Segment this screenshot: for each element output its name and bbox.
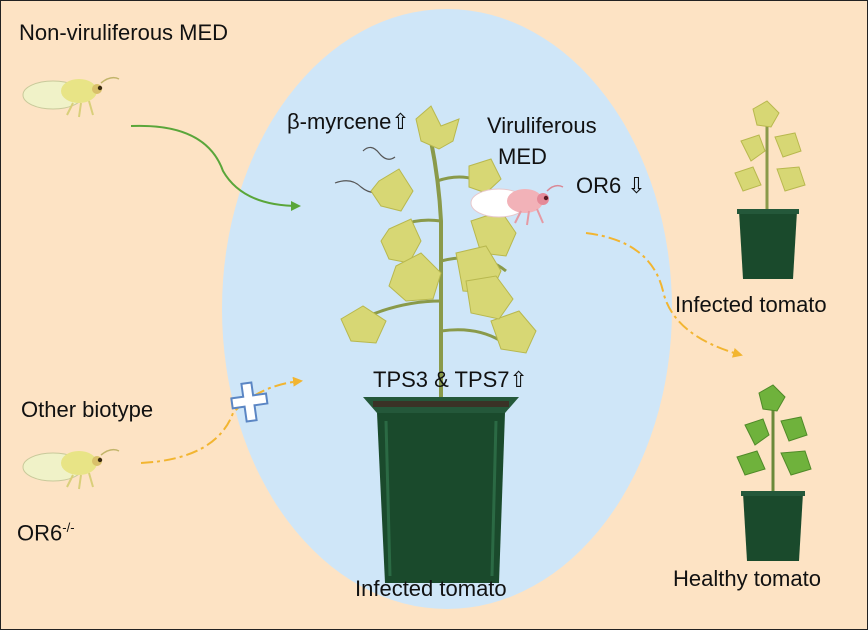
up-arrow-icon: ⇧ [391,109,410,134]
infected-tomato-right-label: Infected tomato [675,292,827,317]
tps-label: TPS3 & TPS7⇧ [373,369,528,391]
infected-tomato-plant [340,105,537,401]
blocked-arrow [140,376,303,464]
blocked-cross-icon [230,381,269,423]
other-biotype-label: Other biotype [21,397,154,422]
viruliferous-label-line1: Viruliferous [487,113,597,138]
or6-knockout-text: OR6 [17,520,63,546]
tps-up-arrow-icon: ⇧ [509,367,528,392]
viruliferous-whitefly-icon [470,184,564,226]
or6-label: OR6 ⇩ [576,175,646,197]
or6-knockout-sup: -/- [62,520,75,535]
beta-myrcene-text: β-myrcene [287,109,392,134]
or6-knockout-label: OR6-/- [17,521,75,544]
other-biotype-whitefly-icon [22,448,120,490]
viruliferous-label-line2: MED [498,144,547,169]
transmission-arrow [585,232,743,358]
or6-text: OR6 [576,173,622,198]
infected-tomato-small [734,100,806,279]
infected-tomato-center-label: Infected tomato [355,576,507,601]
beta-myrcene-label: β-myrcene⇧ [287,111,410,133]
attraction-arrow [130,124,301,211]
healthy-tomato-label: Healthy tomato [673,566,821,591]
non-viruliferous-whitefly-icon [22,76,120,118]
down-arrow-icon: ⇩ [627,173,646,198]
infected-tomato-pot [363,397,519,583]
non-viruliferous-med-label: Non-viruliferous MED [19,20,229,45]
healthy-tomato-small [736,384,812,561]
host-ellipse [222,9,672,609]
tps-text: TPS3 & TPS7 [373,367,510,392]
